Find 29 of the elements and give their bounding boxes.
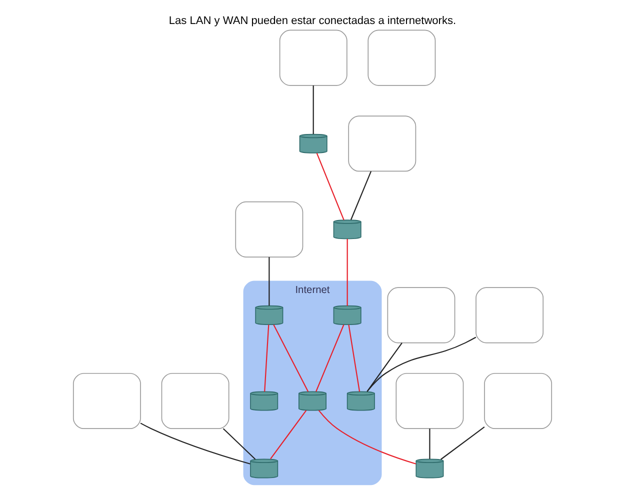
node-box: [368, 30, 436, 86]
node-box: [387, 287, 456, 344]
node-box: [235, 201, 304, 258]
connector: [350, 171, 372, 220]
connector: [440, 426, 485, 460]
connector: [348, 324, 360, 392]
node-box: [348, 116, 416, 172]
connector: [318, 410, 416, 464]
connector: [366, 336, 476, 392]
diagram-title: Las LAN y WAN pueden estar conectadas a internetworks.: [168, 14, 456, 27]
connector: [140, 422, 250, 464]
connector: [316, 324, 344, 392]
connector: [222, 428, 256, 460]
node-box: [484, 372, 552, 430]
node-box: [476, 287, 544, 344]
connector: [429, 428, 430, 459]
node-box: [279, 30, 348, 86]
connector: [273, 324, 309, 392]
connector: [312, 86, 314, 134]
connector: [366, 342, 402, 392]
connector: [270, 410, 307, 460]
connector: [268, 257, 270, 306]
connector: [316, 152, 344, 220]
node-box: [396, 372, 464, 430]
node-box: [72, 372, 141, 430]
connector: [264, 324, 270, 392]
cluster: Internet: [243, 280, 382, 486]
connector: [346, 238, 348, 306]
node-box: [161, 372, 230, 430]
